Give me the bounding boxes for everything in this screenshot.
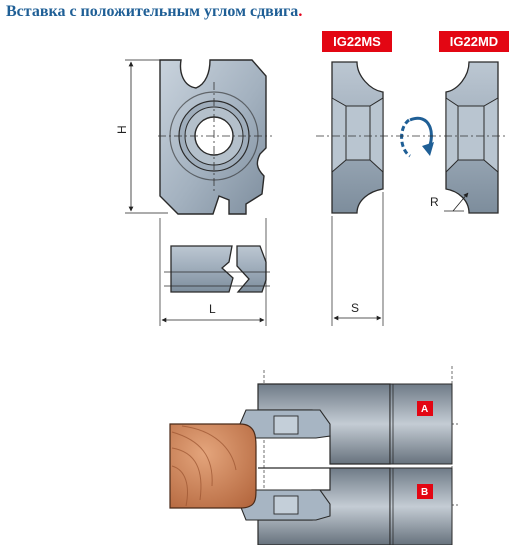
position-b-label: B	[421, 487, 428, 498]
position-a-marker	[417, 401, 433, 416]
wood-workpiece	[169, 423, 257, 509]
position-b-marker	[417, 484, 433, 499]
rotation-arrow-icon	[400, 116, 434, 158]
position-a-label: A	[421, 404, 428, 415]
length-label: L	[209, 302, 216, 316]
radius-leader	[444, 192, 469, 212]
height-label: H	[115, 125, 129, 134]
radius-label: R	[430, 195, 439, 209]
height-dimension	[125, 59, 180, 214]
ig22ms-profile	[331, 61, 384, 214]
thickness-label: S	[351, 301, 359, 315]
cutter-assembly	[169, 366, 458, 545]
insert-front-view	[158, 59, 272, 215]
length-dimension	[159, 218, 267, 326]
ig22ms-badge: IG22MS	[322, 31, 392, 52]
ig22md-badge: IG22MD	[439, 31, 509, 52]
ig22md-profile	[445, 61, 499, 214]
insert-side-view	[164, 245, 270, 293]
thickness-dimension	[331, 192, 384, 326]
page-title: Вставка с положительным углом сдвига.	[6, 3, 303, 20]
